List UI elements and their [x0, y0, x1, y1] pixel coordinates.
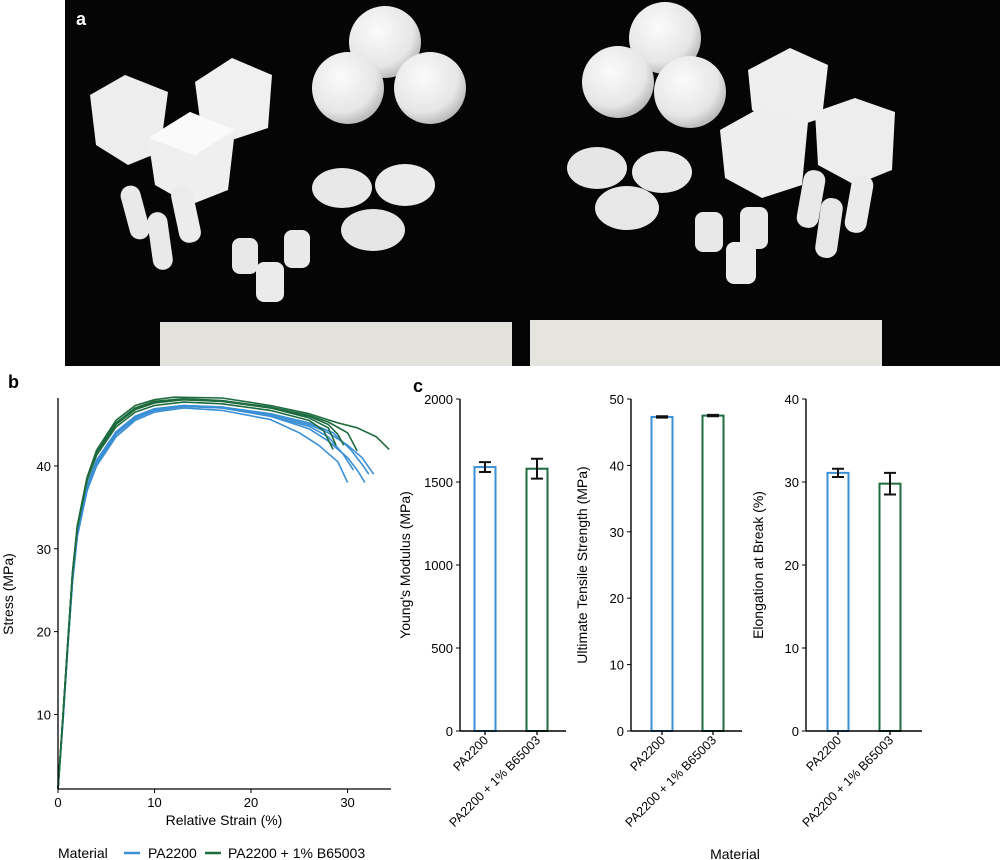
legend: Material PA2200 PA2200 + 1% B65003	[58, 845, 365, 860]
y-tick-label: 30	[37, 542, 51, 557]
error-bar	[884, 471, 896, 496]
photo-objects	[90, 2, 895, 366]
legend-label-pa2200-b65003: PA2200 + 1% B65003	[228, 845, 365, 860]
y-tick-label: 20	[610, 591, 624, 606]
y-axis-label: Young's Modulus (MPa)	[397, 491, 413, 639]
panel-label-a: a	[76, 9, 87, 29]
error-bar	[531, 457, 543, 480]
x-tick-label: PA2200 + 1% B65003	[800, 733, 897, 830]
legend-title: Material	[58, 845, 108, 860]
x-tick-label: PA2200 + 1% B65003	[623, 733, 720, 830]
curves	[57, 396, 390, 790]
y-tick-label: 50	[610, 392, 624, 407]
x-tick-label: PA2200	[450, 733, 491, 774]
y-tick-label: 30	[785, 475, 799, 490]
curve-pa2200-4	[57, 405, 355, 790]
error-bar	[832, 467, 844, 479]
y-tick-label: 10	[785, 641, 799, 656]
y-tick-label: 0	[446, 724, 453, 739]
panel-label-b: b	[8, 372, 19, 392]
y-tick-label: 30	[610, 525, 624, 540]
x-tick-label: 10	[147, 795, 161, 810]
photo-panel: a	[65, 0, 1000, 366]
y-tick-label: 40	[37, 459, 51, 474]
bar-pa2200-b65003	[701, 414, 725, 732]
y-axis-label: Stress (MPa)	[0, 553, 16, 635]
stress-strain-chart: 0 10 20 30 10 20 30 40 Relative Strain (%) Stre…	[0, 396, 391, 860]
bar-pa2200	[650, 415, 674, 732]
error-bar	[656, 415, 668, 419]
y-tick-label: 1000	[424, 558, 453, 573]
y-tick-label: 20	[37, 625, 51, 640]
curve-pa2200-b65003-4	[57, 396, 390, 790]
x-tick-label: PA2200	[803, 733, 844, 774]
y-tick-label: 0	[792, 724, 799, 739]
y-axis-label: Elongation at Break (%)	[750, 491, 766, 639]
y-tick-label: 0	[617, 724, 624, 739]
x-axis-label: Relative Strain (%)	[166, 812, 283, 828]
ticks: 0 10 20 30 10 20 30 40	[37, 459, 355, 810]
y-tick-label: 20	[785, 558, 799, 573]
curve-pa2200-5	[57, 404, 370, 790]
y-tick-label: 500	[431, 641, 453, 656]
y-axis-label: Ultimate Tensile Strength (MPa)	[574, 466, 590, 663]
x-tick-label: PA2200	[627, 733, 668, 774]
y-tick-label: 1500	[424, 475, 453, 490]
bar-pa2200	[826, 471, 850, 732]
error-bar	[707, 413, 719, 418]
y-tick-label: 2000	[424, 392, 453, 407]
y-tick-label: 40	[785, 392, 799, 407]
curve-pa2200-1	[57, 407, 349, 790]
bar-pa2200-b65003	[525, 467, 549, 732]
x-tick-label: 20	[244, 795, 258, 810]
y-tick-label: 10	[610, 658, 624, 673]
curve-pa2200-b65003-5	[57, 398, 337, 790]
x-tick-label: 0	[54, 795, 61, 810]
x-tick-label: 30	[340, 795, 354, 810]
curve-pa2200-2	[57, 405, 366, 790]
error-bar	[479, 461, 491, 474]
x-tick-label: PA2200 + 1% B65003	[447, 733, 544, 830]
bar-pa2200-b65003	[878, 482, 902, 732]
legend-label-pa2200: PA2200	[148, 845, 197, 860]
panel-label-c: c	[413, 376, 423, 396]
y-tick-label: 10	[37, 707, 51, 722]
material-axis-label: Material	[710, 846, 760, 860]
curve-pa2200-3	[57, 404, 375, 790]
y-tick-label: 40	[610, 458, 624, 473]
bar-pa2200	[473, 466, 497, 732]
